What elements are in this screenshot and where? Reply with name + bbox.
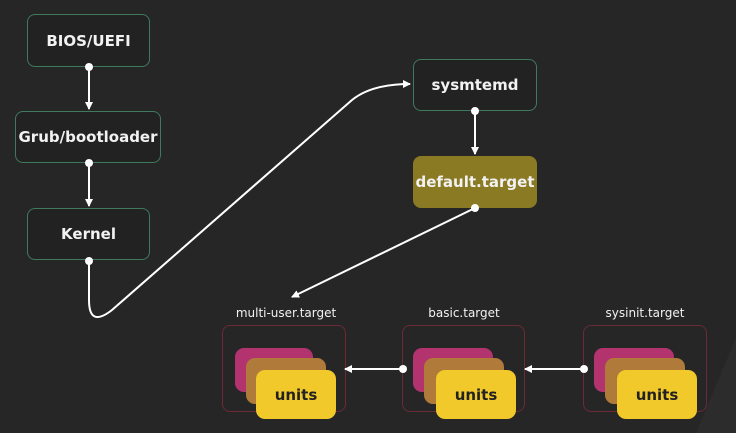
kernel-node: Kernel <box>27 208 150 260</box>
sysinit-target-label: sysinit.target <box>605 306 685 320</box>
arrow-default-target-to-multi-user <box>291 204 479 298</box>
multi-user-target-label: multi-user.target <box>235 306 337 320</box>
basic-target-label: basic.target <box>428 306 500 320</box>
default-target-label: default.target <box>415 173 535 191</box>
arrow-sysinit-to-basic <box>524 365 588 373</box>
default-target-node: default.target <box>413 156 537 208</box>
units-label: units <box>454 385 498 404</box>
arrow-bios-to-grub <box>85 63 93 110</box>
kernel-label: Kernel <box>61 225 116 243</box>
unit-card-front: units <box>617 370 697 419</box>
units-label: units <box>635 385 679 404</box>
grub-bootloader-label: Grub/bootloader <box>18 128 158 146</box>
arrow-grub-to-kernel <box>85 159 93 207</box>
systemd-node: sysmtemd <box>413 59 537 111</box>
bios-uefi-node: BIOS/UEFI <box>27 14 150 67</box>
background-corner-shape <box>696 338 736 433</box>
multi-user-target-group: units <box>222 325 346 419</box>
sysinit-target-group: units <box>583 325 707 419</box>
bios-uefi-label: BIOS/UEFI <box>46 31 131 50</box>
unit-card-front: units <box>256 370 336 419</box>
units-label: units <box>274 385 318 404</box>
basic-target-group: units <box>402 325 525 419</box>
grub-bootloader-node: Grub/bootloader <box>15 111 161 163</box>
unit-card-front: units <box>436 370 516 419</box>
systemd-label: sysmtemd <box>431 76 519 94</box>
arrow-systemd-to-default-target <box>471 107 479 155</box>
arrow-basic-to-multi-user <box>344 365 407 373</box>
